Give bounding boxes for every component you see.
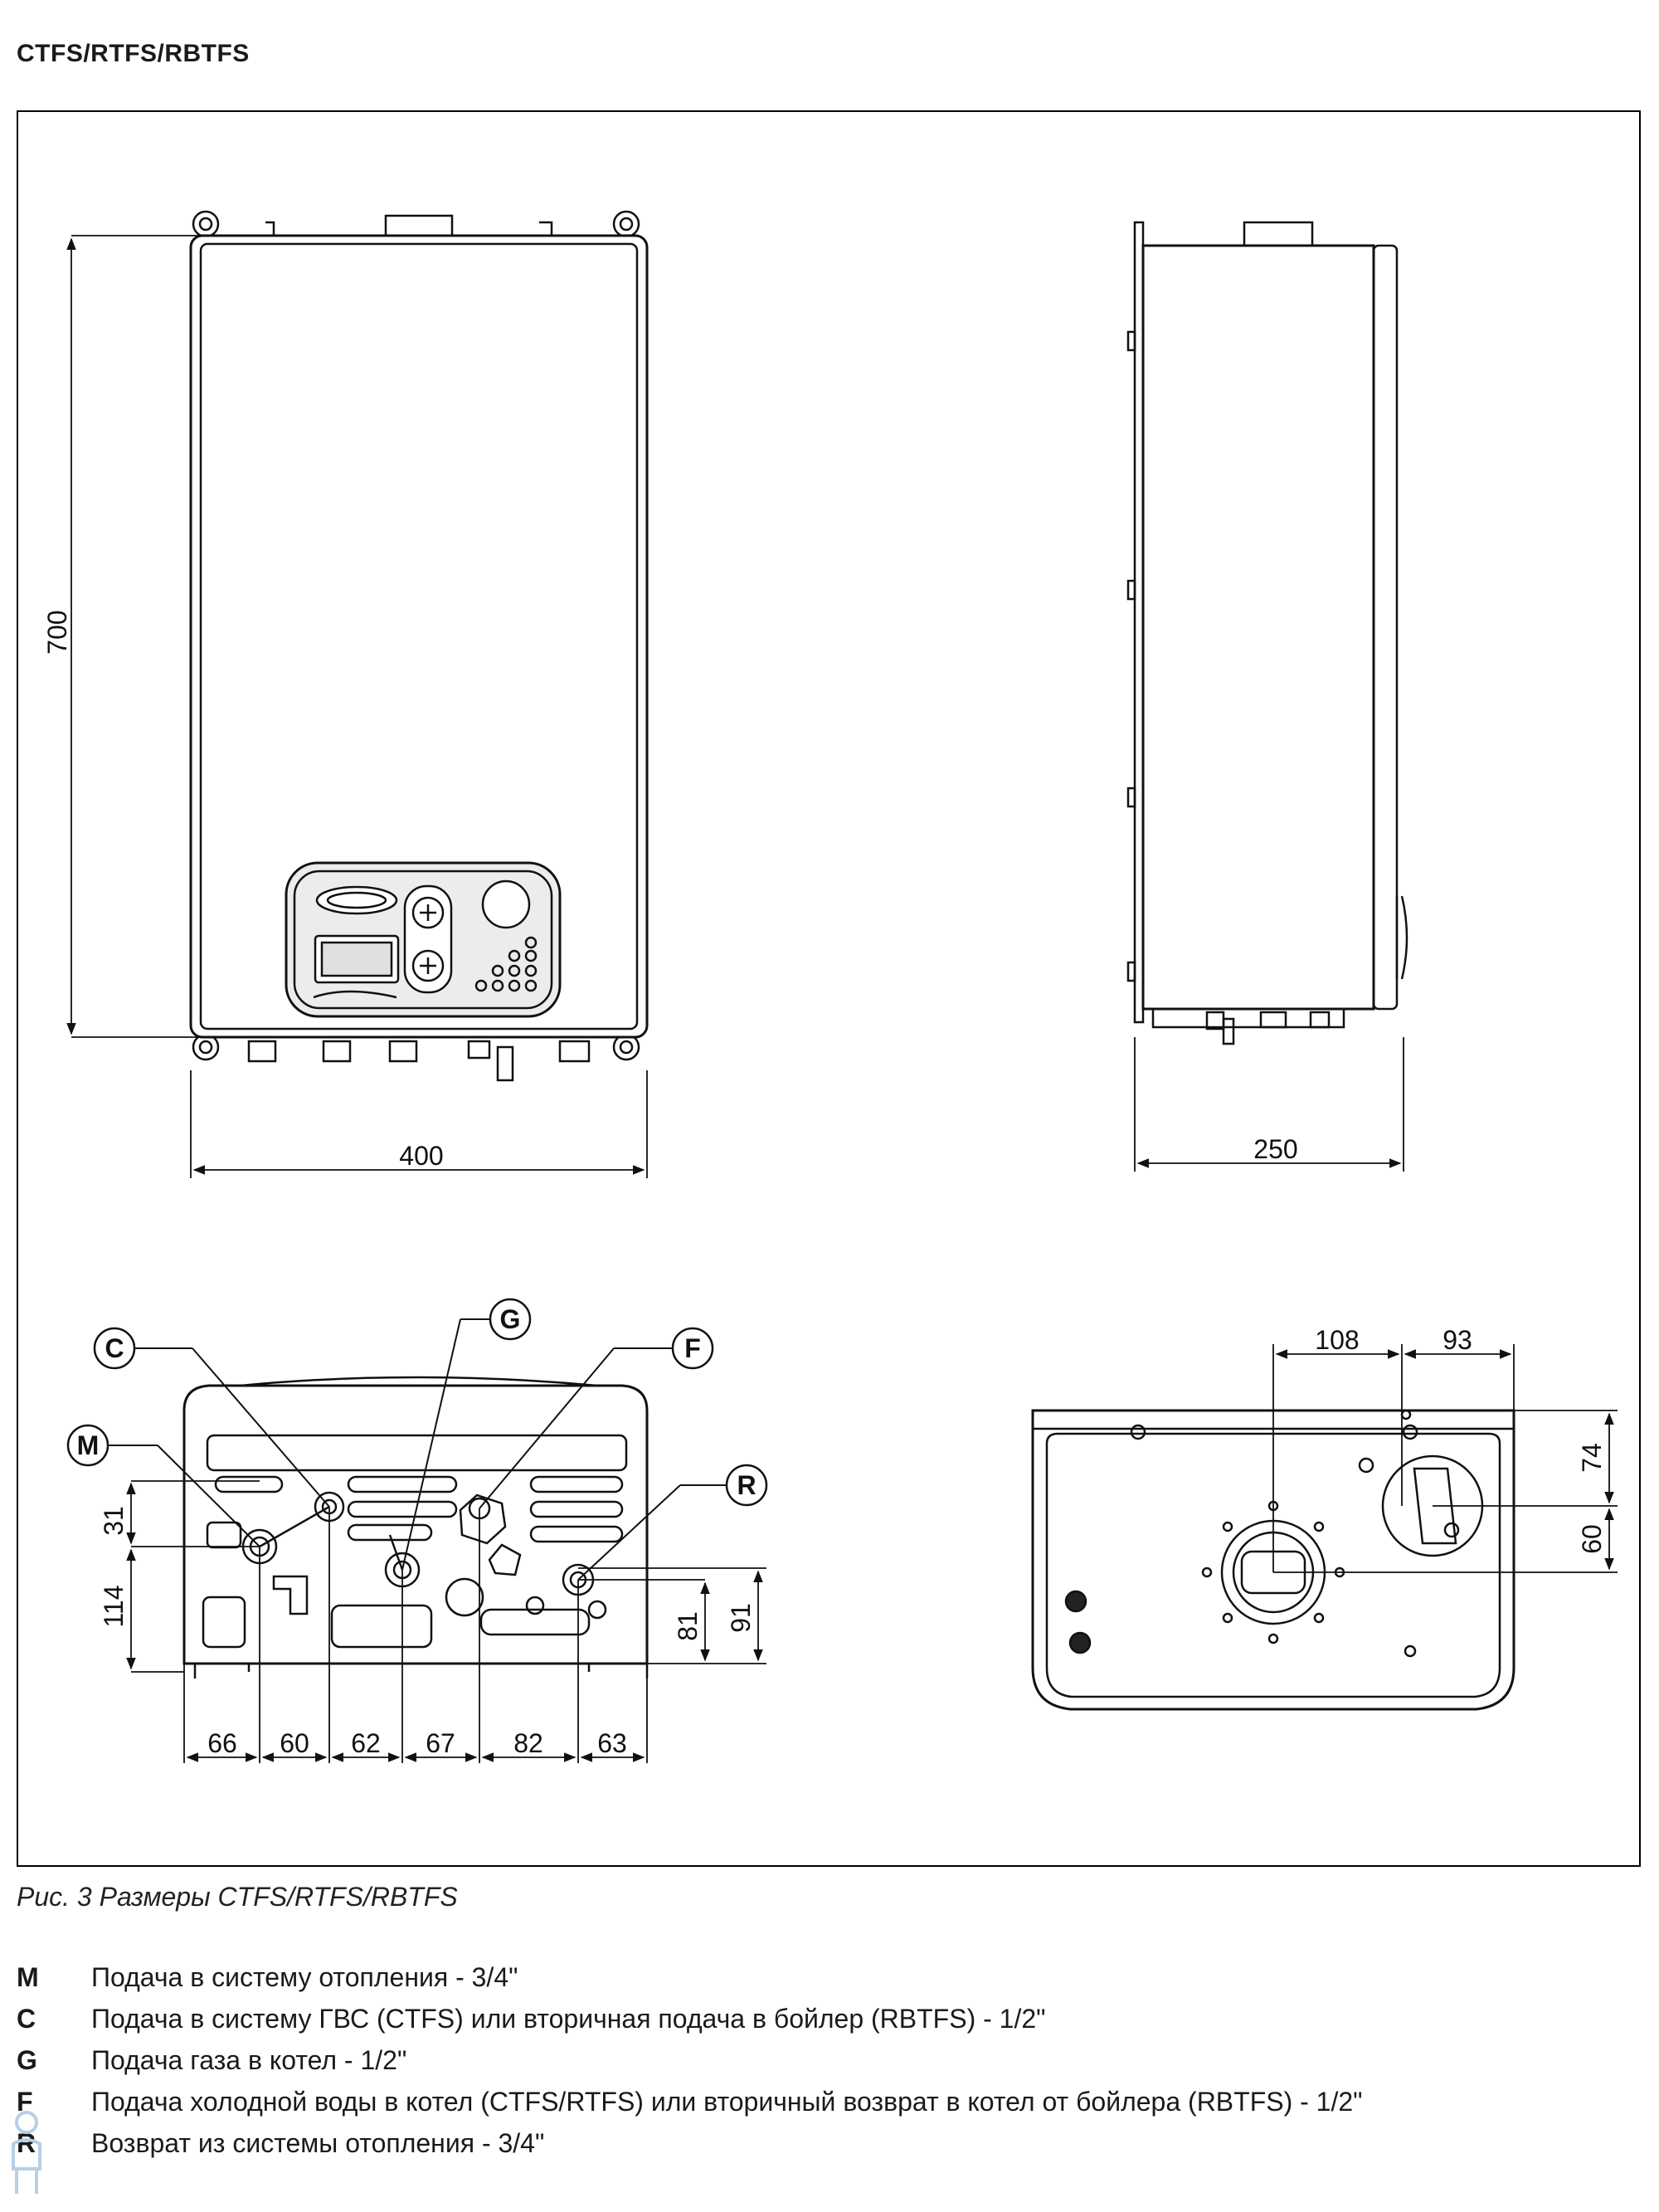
bottom-dim-81: 81 [673, 1611, 703, 1641]
svg-text:F: F [684, 1333, 701, 1363]
legend-item-g: G Подача газа в котел - 1/2" [17, 2045, 1626, 2087]
bottom-dim-31: 31 [99, 1506, 129, 1536]
callout-r: R [725, 1464, 768, 1507]
top-dim-108: 108 [1315, 1325, 1359, 1355]
callout-m: M [66, 1424, 109, 1467]
legend-item-c: C Подача в систему ГВС (CTFS) или вторич… [17, 2004, 1626, 2045]
top-dim-74: 74 [1577, 1443, 1607, 1473]
bottom-dim-82: 82 [513, 1728, 543, 1758]
legend-code: M [17, 1962, 39, 1992]
watermark-icon [12, 2111, 41, 2194]
legend-text: Подача в систему отопления - 3/4" [91, 1962, 518, 1992]
legend-text: Возврат из системы отопления - 3/4" [91, 2128, 545, 2158]
legend-item-r: R Возврат из системы отопления - 3/4" [17, 2128, 1626, 2170]
figure-frame [17, 110, 1641, 1867]
bottom-callout-lines [105, 1318, 728, 1581]
legend-text: Подача газа в котел - 1/2" [91, 2045, 407, 2075]
callout-g: G [489, 1298, 532, 1341]
bottom-dim-60: 60 [280, 1728, 309, 1758]
side-depth-label: 250 [1253, 1134, 1297, 1164]
legend-text: Подача холодной воды в котел (CTFS/RTFS)… [91, 2087, 1363, 2117]
legend-item-f: F Подача холодной воды в котел (CTFS/RTF… [17, 2087, 1626, 2128]
page-title: CTFS/RTFS/RBTFS [17, 40, 250, 67]
legend-code: C [17, 2004, 36, 2034]
bottom-dim-91: 91 [726, 1603, 756, 1633]
top-dimensions [1272, 1344, 1618, 1573]
side-dimensions [1134, 1037, 1404, 1172]
side-view [1126, 221, 1408, 1045]
legend-item-m: M Подача в систему отопления - 3/4" [17, 1962, 1626, 2004]
svg-text:G: G [500, 1304, 521, 1334]
bottom-dim-63: 63 [597, 1728, 627, 1758]
bottom-dim-67: 67 [426, 1728, 455, 1758]
front-view [189, 210, 649, 1082]
legend-code: G [17, 2045, 37, 2075]
top-dim-60: 60 [1577, 1524, 1607, 1554]
front-dimensions [66, 235, 648, 1178]
figure-caption: Рис. 3 Размеры CTFS/RTFS/RBTFS [17, 1882, 458, 1912]
svg-text:M: M [77, 1430, 100, 1460]
bottom-dim-114: 114 [99, 1585, 129, 1627]
legend-code: R [17, 2128, 36, 2158]
legend-code: F [17, 2087, 33, 2117]
technical-drawing: 700 400 250 [42, 210, 1618, 1763]
front-height-label: 700 [42, 610, 72, 654]
bottom-dimensions [126, 1480, 766, 1763]
svg-text:R: R [737, 1470, 756, 1500]
top-dim-93: 93 [1443, 1325, 1472, 1355]
callout-c: C [93, 1327, 136, 1370]
front-width-label: 400 [399, 1141, 443, 1171]
svg-text:C: C [105, 1333, 124, 1363]
bottom-view [182, 1376, 649, 1678]
callout-f: F [671, 1327, 714, 1370]
legend-text: Подача в систему ГВС (CTFS) или вторична… [91, 2004, 1046, 2034]
bottom-dim-66: 66 [207, 1728, 237, 1758]
bottom-dim-62: 62 [351, 1728, 381, 1758]
legend: M Подача в систему отопления - 3/4" C По… [17, 1962, 1626, 2170]
